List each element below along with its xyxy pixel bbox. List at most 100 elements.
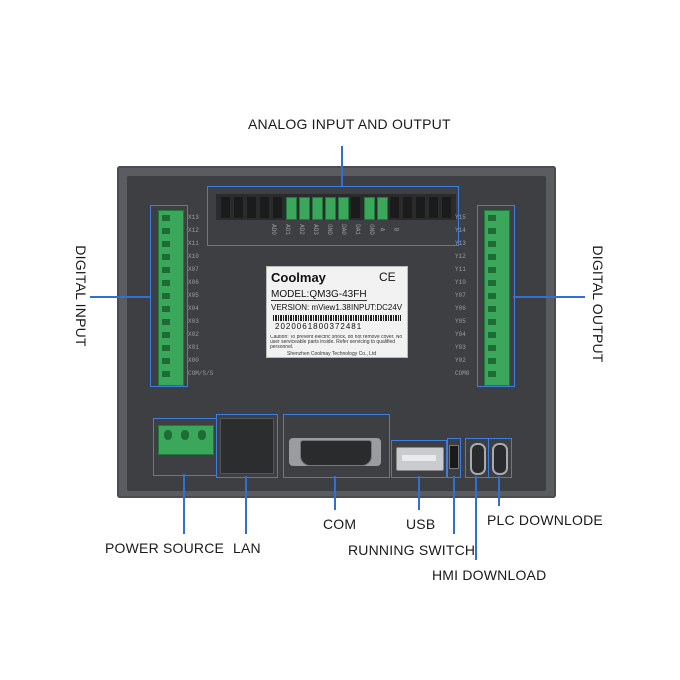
digital-input-terminal-label: X01 — [188, 344, 199, 351]
lan-highlight-box — [216, 414, 278, 478]
digital-output-terminal-label: Y03 — [455, 344, 466, 351]
digital-output-terminal-slot — [488, 319, 496, 325]
running-switch-label: RUNNING SWITCH — [348, 542, 476, 558]
analog-pin — [351, 197, 360, 218]
hmi-highlight-box — [465, 438, 489, 478]
analog-pin — [325, 197, 336, 220]
running-switch-callout-line — [453, 476, 455, 534]
digital-input-terminal-slot — [162, 358, 170, 364]
plc-download-port — [492, 443, 508, 475]
digital-output-terminal-slot — [488, 267, 496, 273]
plc-highlight-box — [488, 438, 512, 478]
analog-pin — [429, 197, 438, 218]
plc-download-label: PLC DOWNLODE — [487, 512, 603, 528]
analog-pin — [377, 197, 388, 220]
digital-output-terminal-label: COM0 — [455, 370, 470, 377]
digital-output-terminal-label: Y02 — [455, 357, 466, 364]
digital-output-terminal-label: Y15 — [455, 214, 466, 221]
analog-label: ANALOG INPUT AND OUTPUT — [248, 116, 451, 132]
analog-callout-line — [341, 146, 343, 186]
digital-output-terminal-slot — [488, 215, 496, 221]
digital-output-terminal-slot — [488, 241, 496, 247]
digital-input-terminal-slot — [162, 241, 170, 247]
product-label: Coolmay CE MODEL:QM3G-43FH VERSION: mVie… — [266, 266, 408, 358]
digital-input-terminal-label: X10 — [188, 253, 199, 260]
digital-input-terminal-slot — [162, 215, 170, 221]
digital-output-terminal-slot — [488, 371, 496, 377]
com-callout-line — [334, 476, 336, 510]
digital-input-terminal-slot — [162, 280, 170, 286]
analog-pin — [403, 197, 412, 218]
power-terminal-slot-2 — [181, 430, 189, 440]
digital-output-highlight-box — [477, 205, 515, 387]
digital-input-terminal-slot — [162, 306, 170, 312]
hmi-download-port — [470, 443, 486, 475]
digital-input-highlight-box — [150, 205, 188, 387]
caution-text: Caution: To prevent electric shock, do n… — [270, 335, 403, 350]
digital-output-terminal-slot — [488, 332, 496, 338]
analog-pin — [286, 197, 297, 220]
lan-port — [220, 418, 274, 474]
power-callout-line — [183, 474, 185, 534]
barcode — [273, 315, 401, 321]
lan-label: LAN — [233, 540, 261, 556]
analog-pin — [390, 197, 399, 218]
analog-pin — [416, 197, 425, 218]
analog-pin — [442, 197, 451, 218]
power-terminal-slot-1 — [164, 430, 172, 440]
digital-output-terminal-label: Y07 — [455, 292, 466, 299]
digital-output-terminal-label: Y13 — [455, 240, 466, 247]
digital-input-terminal-label: COM/S/S — [188, 370, 214, 377]
digital-output-terminal-slot — [488, 306, 496, 312]
input-voltage-text: INPUT:DC24V — [351, 303, 403, 312]
analog-pin — [312, 197, 323, 220]
digital-output-terminal-slot — [488, 228, 496, 234]
digital-input-label: DIGITAL INPUT — [73, 245, 89, 347]
digital-input-terminal-label: X11 — [188, 240, 199, 247]
digital-output-terminal-slot — [488, 345, 496, 351]
digital-input-terminal-slot — [162, 371, 170, 377]
analog-pin — [234, 197, 243, 218]
digital-output-callout-line — [513, 296, 585, 298]
usb-highlight-box — [391, 440, 447, 478]
digital-input-terminal-slot — [162, 254, 170, 260]
analog-pin — [260, 197, 269, 218]
digital-input-terminal-slot — [162, 319, 170, 325]
brand-name: Coolmay — [271, 270, 326, 285]
com-label: COM — [323, 516, 357, 532]
digital-input-terminal-slot — [162, 332, 170, 338]
digital-output-terminal-slot — [488, 293, 496, 299]
serial-number: 2020061800372481 — [275, 322, 363, 331]
digital-input-terminal-label: X02 — [188, 331, 199, 338]
usb-label: USB — [406, 516, 436, 532]
com-port-connector — [300, 440, 372, 466]
lan-callout-line — [245, 476, 247, 534]
digital-output-label: DIGITAL OUTPUT — [590, 245, 606, 363]
usb-port-tongue — [402, 455, 436, 461]
digital-output-terminal-label: Y10 — [455, 279, 466, 286]
analog-pin — [338, 197, 349, 220]
hmi-callout-line — [475, 476, 477, 560]
digital-output-terminal-label: Y11 — [455, 266, 466, 273]
analog-pin — [221, 197, 230, 218]
digital-input-terminal-slot — [162, 228, 170, 234]
digital-input-terminal-label: X13 — [188, 214, 199, 221]
digital-output-terminal-label: Y06 — [455, 305, 466, 312]
digital-input-terminal-label: X05 — [188, 292, 199, 299]
digital-output-terminal-slot — [488, 254, 496, 260]
digital-output-terminal-label: Y14 — [455, 227, 466, 234]
model-text: MODEL:QM3G-43FH — [271, 289, 367, 301]
running-switch — [449, 445, 459, 469]
digital-input-callout-line — [90, 296, 150, 298]
analog-pin — [299, 197, 310, 220]
analog-pin — [247, 197, 256, 218]
manufacturer-text: Shenzhen Coolmay Technology Co., Ltd — [287, 351, 377, 357]
analog-pin — [364, 197, 375, 220]
hmi-download-label: HMI DOWNLOAD — [432, 567, 547, 583]
digital-output-terminal-label: Y04 — [455, 331, 466, 338]
plc-callout-line — [498, 476, 500, 506]
digital-input-terminal-label: X12 — [188, 227, 199, 234]
analog-highlight-box — [207, 186, 459, 246]
digital-input-terminal-label: X04 — [188, 305, 199, 312]
com-highlight-box — [283, 414, 390, 478]
